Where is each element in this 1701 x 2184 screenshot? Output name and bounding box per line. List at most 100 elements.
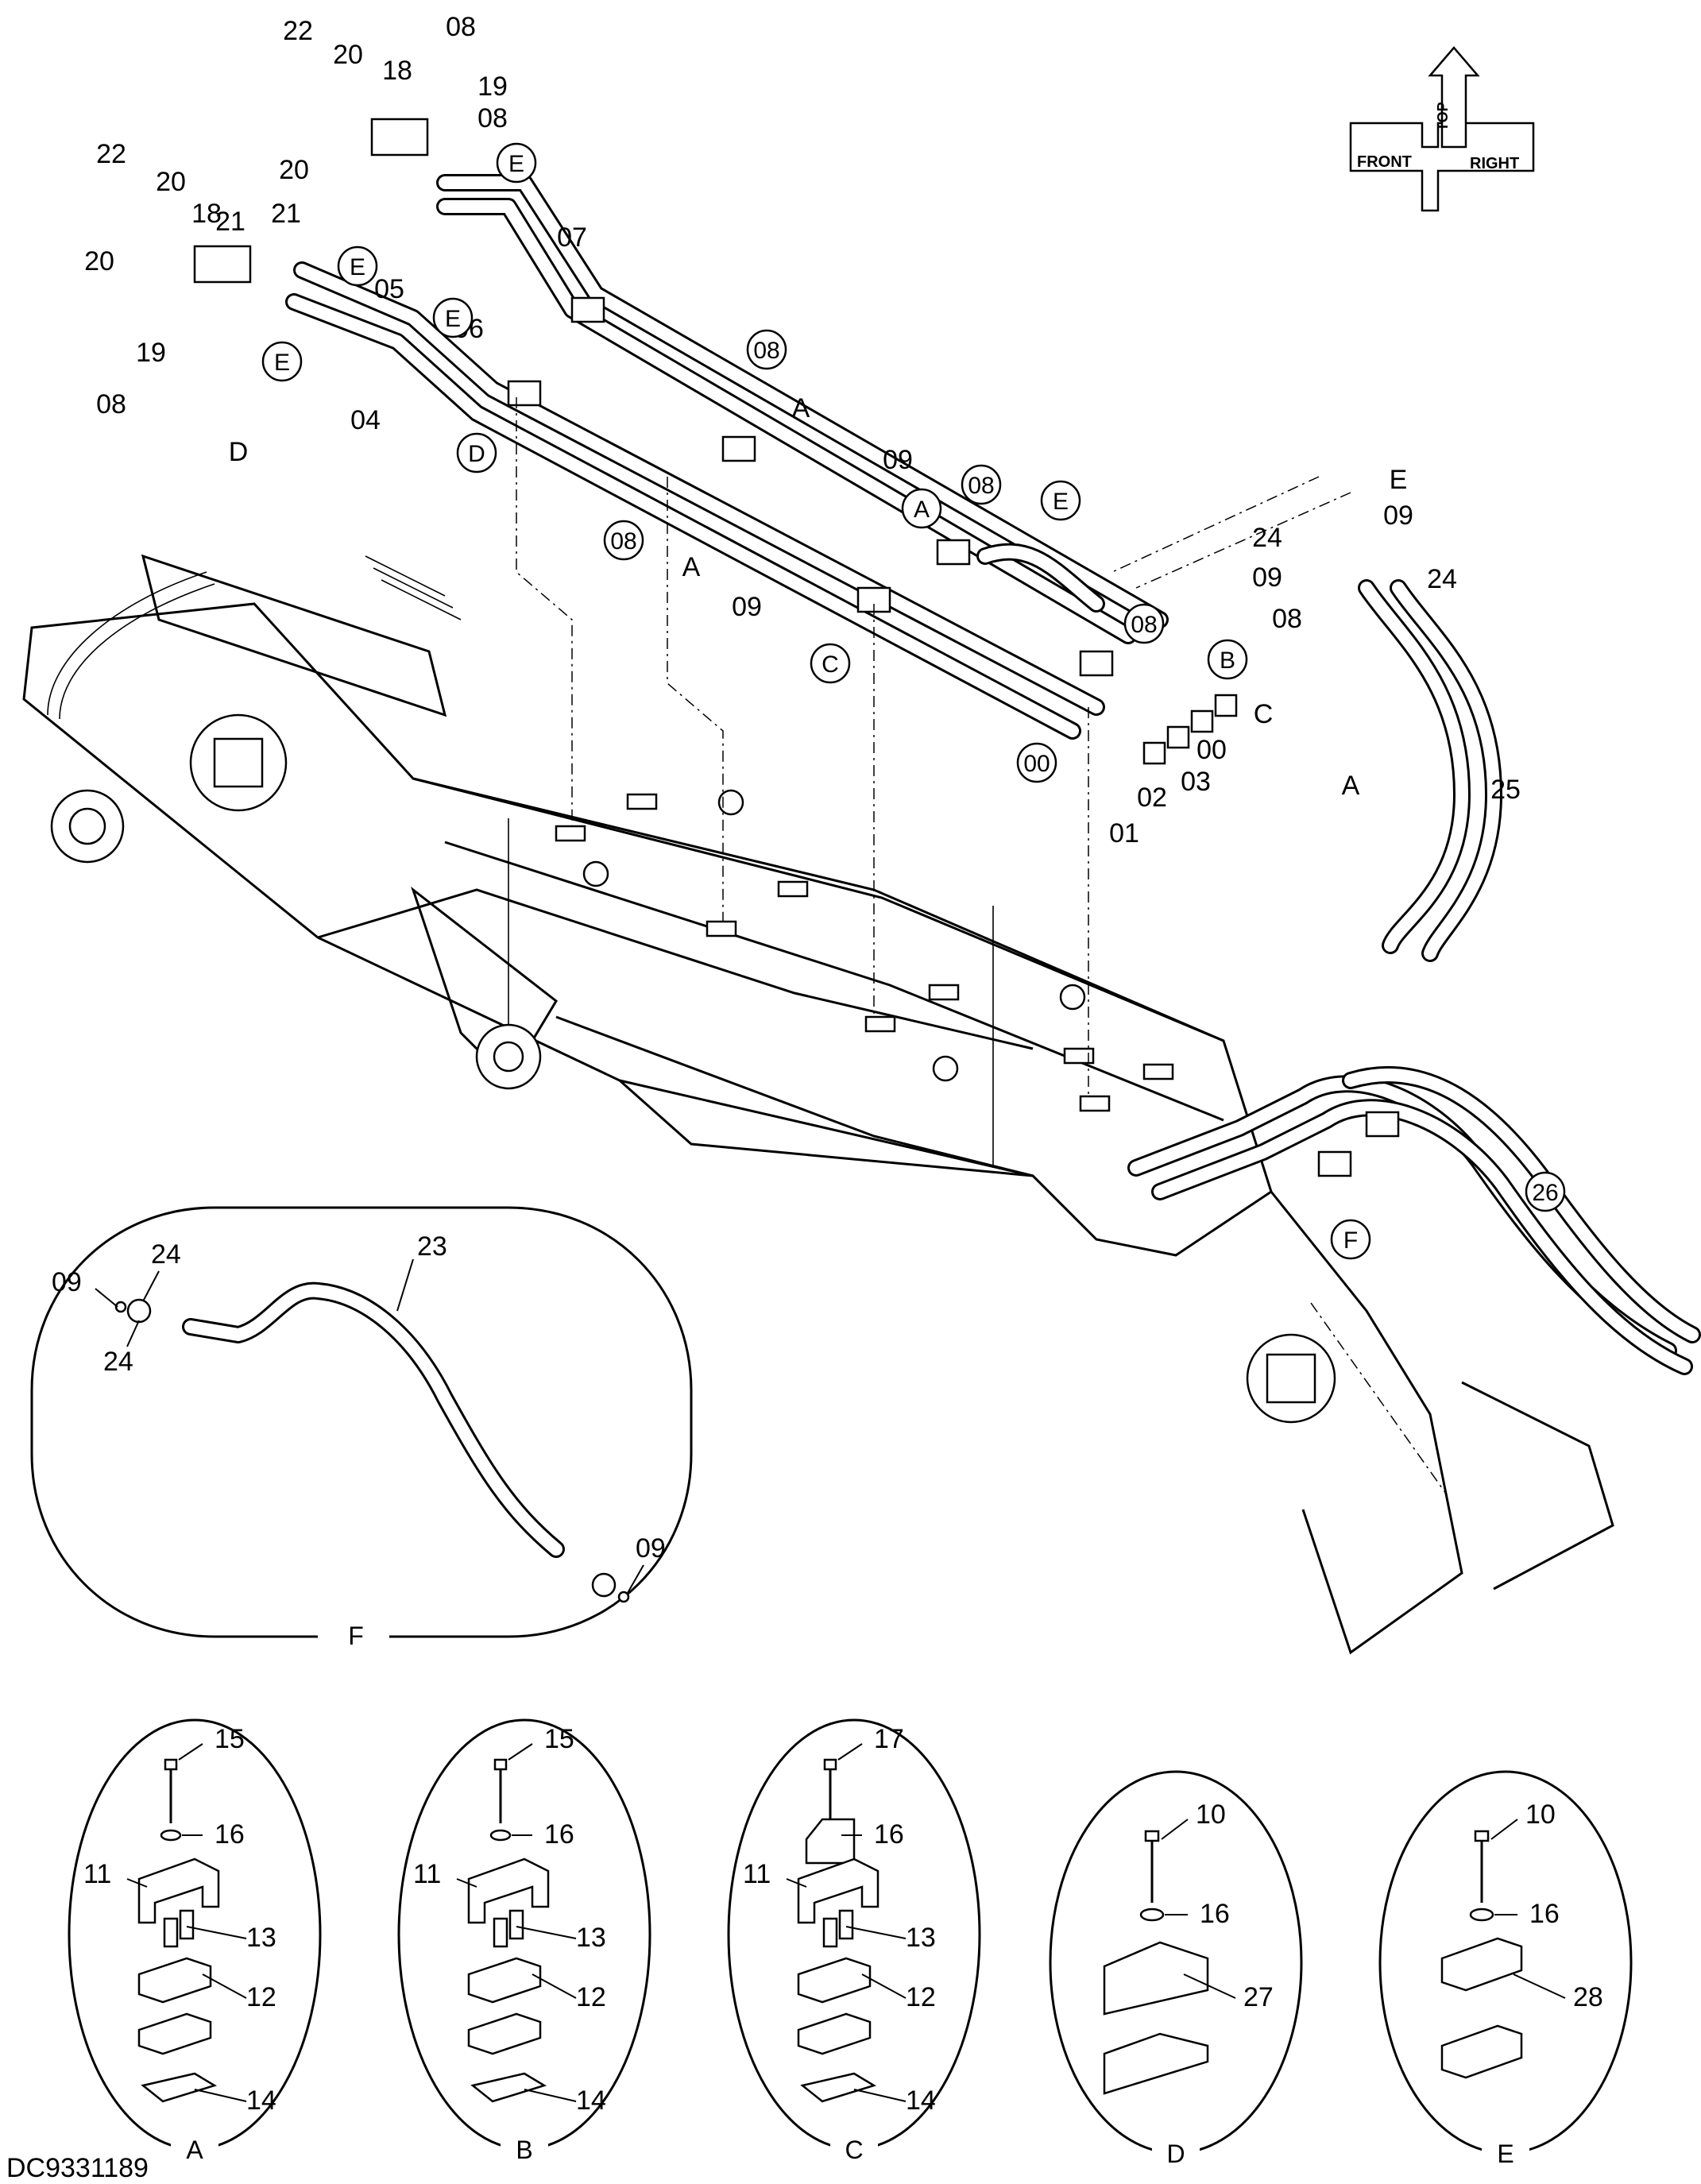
detail-part-number: 11 <box>83 1859 111 1889</box>
detail-F-flange-a-num: 24 <box>151 1239 181 1270</box>
part-number: 08 <box>477 103 508 133</box>
part-number: 22 <box>96 139 126 169</box>
orientation-indicator: FRONT TOP RIGHT <box>1349 46 1535 212</box>
part-number: 22 <box>283 16 313 46</box>
detail-part-number: 11 <box>743 1859 771 1889</box>
clamp-details: A151611131214B151611131214C171611131214D… <box>68 1718 1633 2168</box>
detail-part-number: 28 <box>1573 1982 1603 2012</box>
callout-label: 26 <box>1532 1180 1558 1206</box>
part-number: 21 <box>271 199 301 229</box>
detail-part-number: 12 <box>906 1982 936 2012</box>
detail-label: C <box>845 2136 863 2164</box>
callout-label: A <box>914 497 930 523</box>
callout-circle: E <box>1040 480 1081 521</box>
detail-F-oring-b-num: 09 <box>636 1533 666 1564</box>
part-number: 19 <box>136 338 166 368</box>
reference-lines <box>516 397 1447 1494</box>
part-number: 08 <box>1272 604 1302 634</box>
detail-part-number: 16 <box>215 1819 245 1850</box>
right-label: RIGHT <box>1470 155 1519 172</box>
callout-circle: E <box>432 297 474 338</box>
part-number: 19 <box>477 72 508 102</box>
part-number: 00 <box>1196 735 1227 765</box>
callout-label: E <box>445 306 461 332</box>
callout-circle: D <box>456 432 497 474</box>
part-number: 20 <box>279 155 309 185</box>
part-number: 08 <box>446 12 476 42</box>
callout-circle: B <box>1207 639 1248 680</box>
part-number: D <box>229 437 249 467</box>
part-number: 05 <box>374 274 404 304</box>
callout-circle: 00 <box>1016 742 1057 783</box>
callout-circle: 08 <box>1123 603 1165 644</box>
detail-part-number: 12 <box>576 1982 606 2012</box>
callout-label: B <box>1220 647 1235 674</box>
part-number: 09 <box>732 592 762 622</box>
part-number: 18 <box>382 56 412 86</box>
part-number: 09 <box>1252 562 1282 593</box>
detail-label: B <box>516 2136 532 2164</box>
callout-circle: 08 <box>603 520 644 561</box>
callout-circle: 08 <box>961 464 1002 505</box>
callout-label: C <box>822 651 839 678</box>
detail-F-label: F <box>348 1622 364 1650</box>
detail-label: D <box>1166 2140 1185 2168</box>
detail-D: D 10 16 27 <box>1049 1770 1303 2168</box>
part-number: A <box>792 393 810 423</box>
callout-circle: E <box>496 142 537 184</box>
part-number: C <box>1254 699 1274 729</box>
detail-label: A <box>186 2136 203 2164</box>
part-number: 09 <box>883 445 913 475</box>
part-number: 09 <box>1383 501 1413 531</box>
detail-F-oring-a-num: 09 <box>52 1267 82 1297</box>
front-label: FRONT <box>1357 153 1412 171</box>
callout-label: E <box>350 254 365 280</box>
callout-circle: A <box>901 488 942 529</box>
callout-label: 08 <box>968 473 994 499</box>
callout-label: D <box>468 441 485 467</box>
detail-part-number: 12 <box>246 1982 276 2012</box>
callout-label: F <box>1343 1227 1358 1254</box>
detail-part-number: 13 <box>246 1923 276 1953</box>
part-number: 24 <box>1427 564 1457 594</box>
hydraulic-pipes <box>193 118 1701 1375</box>
part-number: E <box>1390 465 1408 495</box>
part-number: 25 <box>1490 775 1521 805</box>
part-number: 21 <box>215 207 245 237</box>
detail-part-number: 13 <box>576 1923 606 1953</box>
detail-part-number: 17 <box>874 1724 904 1754</box>
callout-circle: 26 <box>1525 1171 1566 1212</box>
callout-label: E <box>274 350 290 376</box>
part-number: 01 <box>1109 818 1139 848</box>
part-number: 24 <box>1252 523 1282 553</box>
detail-part-number: 15 <box>544 1724 574 1754</box>
top-label: TOP <box>1435 102 1451 131</box>
part-number: A <box>682 552 701 582</box>
callout-circle: E <box>337 245 378 287</box>
detail-F-flange-b-num: 24 <box>103 1347 133 1377</box>
part-number: 03 <box>1181 767 1211 797</box>
detail-F: F 23 09 24 24 09 <box>30 1206 693 1650</box>
part-number: 04 <box>350 405 381 435</box>
part-number: 18 <box>191 199 222 229</box>
callout-circle: C <box>810 643 851 684</box>
detail-F-hose-num: 23 <box>417 1231 447 1262</box>
main-callouts: 2220180819082021E2220182120E050706E0819E… <box>84 12 1566 1260</box>
detail-part-number: 11 <box>413 1859 441 1889</box>
detail-part-number: 16 <box>1200 1899 1230 1929</box>
detail-label: E <box>1497 2140 1514 2168</box>
detail-part-number: 10 <box>1196 1799 1226 1830</box>
part-number: 20 <box>333 40 363 70</box>
drawing-id: DC9331189 <box>6 2153 149 2183</box>
callout-circle: 08 <box>746 329 787 370</box>
detail-part-number: 15 <box>215 1724 245 1754</box>
detail-part-number: 27 <box>1243 1982 1274 2012</box>
detail-part-number: 14 <box>246 2085 276 2116</box>
part-number: 20 <box>84 246 114 276</box>
detail-part-number: 10 <box>1525 1799 1556 1830</box>
callout-circle: F <box>1330 1219 1371 1260</box>
callout-label: E <box>1053 489 1069 515</box>
